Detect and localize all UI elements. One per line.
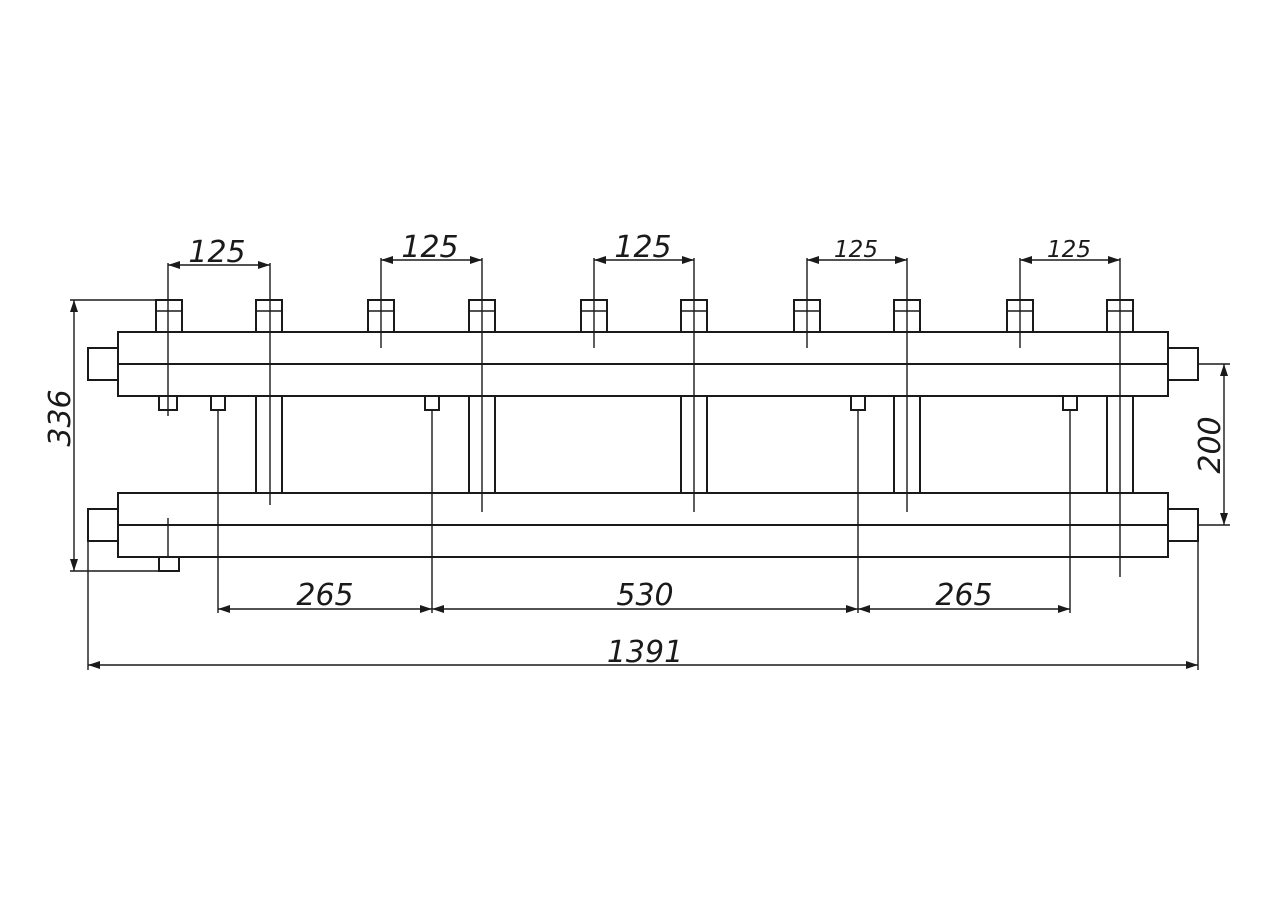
pitch-label-4: 125 — [834, 237, 878, 263]
pitch-dim-1: 125 — [168, 235, 270, 270]
top-nipples — [155, 299, 1134, 333]
bottom-chain-dimensions: 265 530 265 — [218, 578, 1070, 613]
pitch-label-3: 125 — [614, 230, 671, 265]
lower-header — [117, 492, 1169, 558]
axis-lines — [167, 258, 1121, 613]
bottom-center-label: 530 — [616, 578, 673, 613]
pitch-label-2: 125 — [401, 230, 458, 265]
upper-header — [117, 331, 1169, 397]
nipple-1 — [155, 299, 183, 333]
length-label: 1391 — [607, 635, 683, 670]
pitch-dim-5: 125 — [1020, 237, 1120, 264]
pitch-dim-3: 125 — [594, 230, 694, 265]
height-dimension: 336 — [43, 299, 159, 572]
nipple-2 — [255, 299, 283, 333]
pitch-label-1: 125 — [188, 235, 245, 270]
spacing-label: 200 — [1193, 416, 1228, 473]
pitch-dimensions: 125 125 125 125 125 — [168, 230, 1120, 270]
pitch-dim-2: 125 — [381, 230, 482, 265]
bottom-left-label: 265 — [296, 578, 353, 613]
pitch-dim-4: 125 — [807, 237, 907, 264]
spacing-dimension: 200 — [1193, 363, 1230, 526]
bottom-right-label: 265 — [935, 578, 992, 613]
length-dimension: 1391 — [87, 541, 1199, 670]
height-label: 336 — [43, 389, 78, 446]
pitch-label-5: 125 — [1047, 237, 1091, 263]
